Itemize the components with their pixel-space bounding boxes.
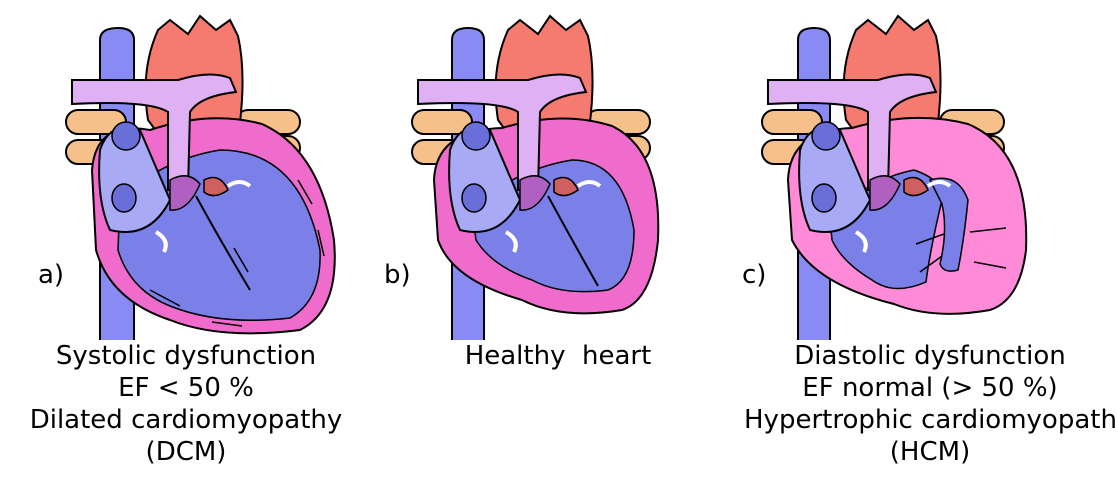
caption-line: (HCM) xyxy=(744,436,1116,468)
caption-line: Hypertrophic cardiomyopathy xyxy=(744,404,1116,436)
panel-label-b: b) xyxy=(384,262,411,288)
caption-line: Healthy heart xyxy=(372,340,744,372)
caption-hcm: Diastolic dysfunction EF normal (> 50 %)… xyxy=(744,340,1116,468)
panel-healthy: b) Healthy heart xyxy=(372,0,744,486)
panel-dcm: a) Systolic dysfunction EF < 50 % Dilate… xyxy=(0,0,372,486)
caption-line: Diastolic dysfunction xyxy=(744,340,1116,372)
caption-line: EF < 50 % xyxy=(0,372,372,404)
healthy-heart-illustration xyxy=(372,0,744,340)
caption-healthy: Healthy heart xyxy=(372,340,744,372)
hcm-heart-illustration xyxy=(744,0,1116,340)
caption-dcm: Systolic dysfunction EF < 50 % Dilated c… xyxy=(0,340,372,468)
panel-label-a: a) xyxy=(38,262,64,288)
caption-line: Systolic dysfunction xyxy=(0,340,372,372)
caption-line: EF normal (> 50 %) xyxy=(744,372,1116,404)
caption-line: (DCM) xyxy=(0,436,372,468)
caption-line: Dilated cardiomyopathy xyxy=(0,404,372,436)
panel-label-c: c) xyxy=(742,262,766,288)
panel-hcm: c) Diastolic dysfunction EF normal (> 50… xyxy=(744,0,1116,486)
